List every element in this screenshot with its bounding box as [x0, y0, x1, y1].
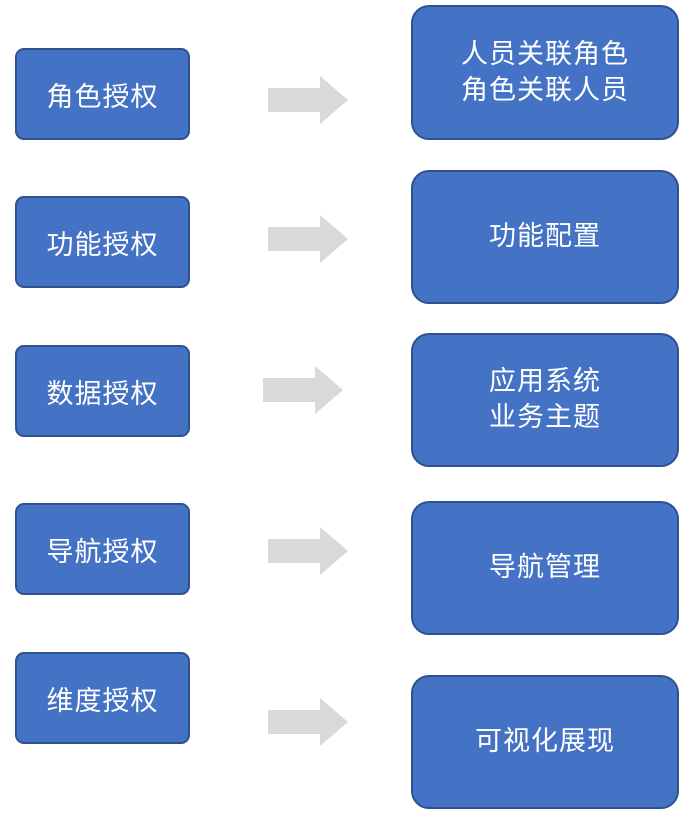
right-box-line: 可视化展现 [475, 726, 615, 757]
arrow-right-icon [263, 366, 343, 414]
left-box-dimension-authorization: 维度授权 [15, 652, 190, 744]
left-box-label: 维度授权 [46, 685, 159, 717]
right-box-line: 业务主题 [489, 402, 601, 433]
right-box-function-config: 功能配置 [411, 170, 679, 304]
right-box-navigation-management: 导航管理 [411, 501, 679, 635]
arrow-right-icon [268, 698, 348, 746]
arrow-right-icon [268, 527, 348, 575]
arrow-right-icon [268, 215, 348, 263]
right-box-line: 功能配置 [489, 221, 601, 252]
left-box-label: 角色授权 [46, 81, 159, 113]
arrow-right-icon [268, 76, 348, 124]
left-box-function-authorization: 功能授权 [15, 196, 190, 288]
left-box-role-authorization: 角色授权 [15, 48, 190, 140]
right-box-role-personnel: 人员关联角色 角色关联人员 [411, 5, 679, 140]
left-box-data-authorization: 数据授权 [15, 345, 190, 437]
right-box-line: 人员关联角色 [461, 38, 629, 70]
right-box-line: 导航管理 [489, 552, 601, 583]
right-box-line: 角色关联人员 [461, 74, 629, 106]
left-box-label: 数据授权 [46, 378, 159, 410]
right-box-visualization: 可视化展现 [411, 675, 679, 809]
right-box-line: 应用系统 [489, 366, 601, 397]
left-box-label: 导航授权 [46, 536, 159, 568]
right-box-app-system: 应用系统 业务主题 [411, 333, 679, 467]
left-box-label: 功能授权 [46, 229, 159, 261]
left-box-navigation-authorization: 导航授权 [15, 503, 190, 595]
